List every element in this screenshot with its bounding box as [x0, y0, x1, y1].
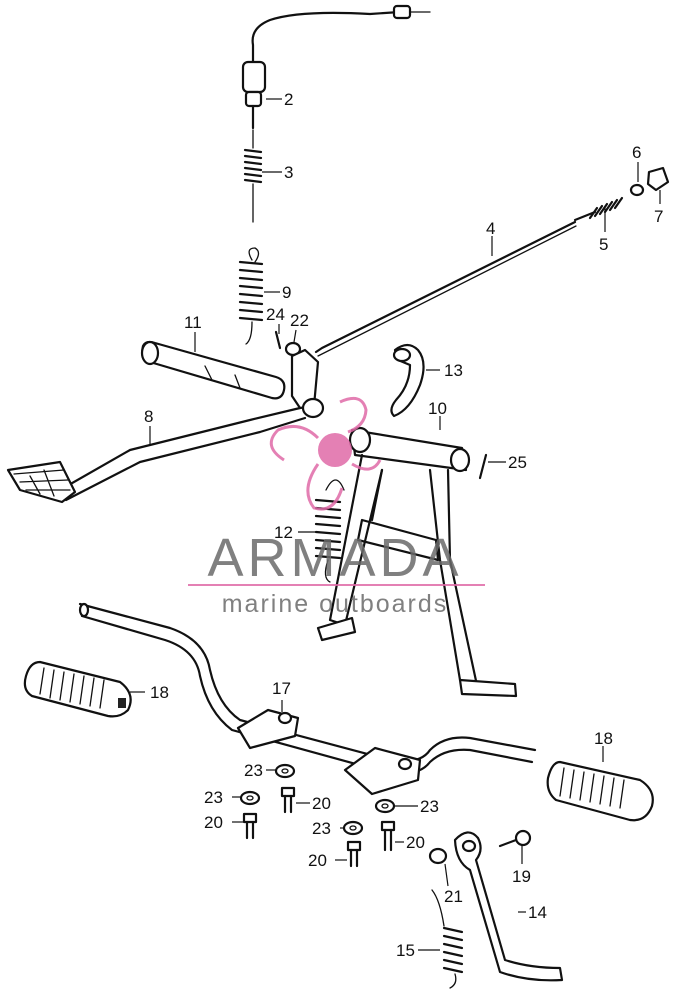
callout-17: 17 — [272, 679, 291, 698]
callout-2: 2 — [284, 90, 293, 109]
callout-23-c: 23 — [420, 797, 439, 816]
callout-23-b: 23 — [204, 788, 223, 807]
callout-23-a: 23 — [244, 761, 263, 780]
callout-8: 8 — [144, 407, 153, 426]
part-stopper-13 — [390, 343, 425, 418]
callout-22: 22 — [290, 311, 309, 330]
callout-6: 6 — [632, 143, 641, 162]
part-brake-cable — [241, 4, 431, 130]
part-washer-23-b — [239, 790, 261, 806]
part-main-stand — [316, 426, 518, 698]
callout-14: 14 — [528, 903, 547, 922]
callout-23-d: 23 — [312, 819, 331, 838]
callout-18-right: 18 — [594, 729, 613, 748]
part-washer-23-d — [342, 820, 364, 836]
part-nut-21 — [428, 847, 448, 865]
part-spring-9 — [238, 247, 264, 345]
part-footrest-rubber-right — [546, 760, 654, 822]
leader-lines — [130, 98, 661, 951]
part-brake-pedal — [6, 340, 325, 504]
watermark-tagline: marine outboards — [222, 590, 449, 618]
callout-15: 15 — [396, 941, 415, 960]
part-cotter-pin-24 — [274, 330, 282, 350]
callout-20-d: 20 — [308, 851, 327, 870]
part-pivot-bolt-19 — [498, 829, 532, 848]
part-side-stand — [453, 831, 564, 982]
part-bolt-20-b — [242, 812, 258, 840]
callout-13: 13 — [444, 361, 463, 380]
part-bolt-20-d — [346, 840, 362, 868]
callout-20-b: 20 — [204, 813, 223, 832]
callout-20-a: 20 — [312, 794, 331, 813]
callout-4: 4 — [486, 219, 495, 238]
callout-12: 12 — [274, 523, 293, 542]
part-brake-spring-small — [243, 129, 263, 223]
part-bolt-20-c — [380, 820, 396, 852]
callout-20-c: 20 — [406, 833, 425, 852]
callout-18-left: 18 — [150, 683, 169, 702]
callout-25: 25 — [508, 453, 527, 472]
callout-11: 11 — [184, 313, 202, 332]
callout-3: 3 — [284, 163, 293, 182]
watermark-logo — [269, 396, 382, 511]
watermark-logo-center — [318, 433, 352, 467]
callout-21: 21 — [444, 887, 463, 906]
callout-labels: 2 3 4 5 6 7 8 9 10 11 12 13 14 15 17 18 … — [144, 90, 663, 960]
part-washer-23-a — [274, 763, 296, 779]
part-footrest-rubber-left — [23, 660, 132, 718]
callout-19: 19 — [512, 867, 531, 886]
watermark: ARMADA marine outboards — [188, 396, 485, 618]
part-bolt-20-a — [280, 786, 296, 814]
callout-5: 5 — [599, 235, 608, 254]
callout-9: 9 — [282, 283, 291, 302]
callout-7: 7 — [654, 207, 663, 226]
callout-24: 24 — [266, 305, 285, 324]
part-spring-15 — [431, 889, 464, 989]
part-brake-rod — [314, 166, 670, 357]
part-pin-25 — [478, 453, 488, 480]
part-step-bar — [78, 602, 537, 796]
watermark-brand: ARMADA — [207, 528, 462, 588]
part-washer-23-c — [374, 798, 396, 814]
callout-10: 10 — [428, 399, 447, 418]
